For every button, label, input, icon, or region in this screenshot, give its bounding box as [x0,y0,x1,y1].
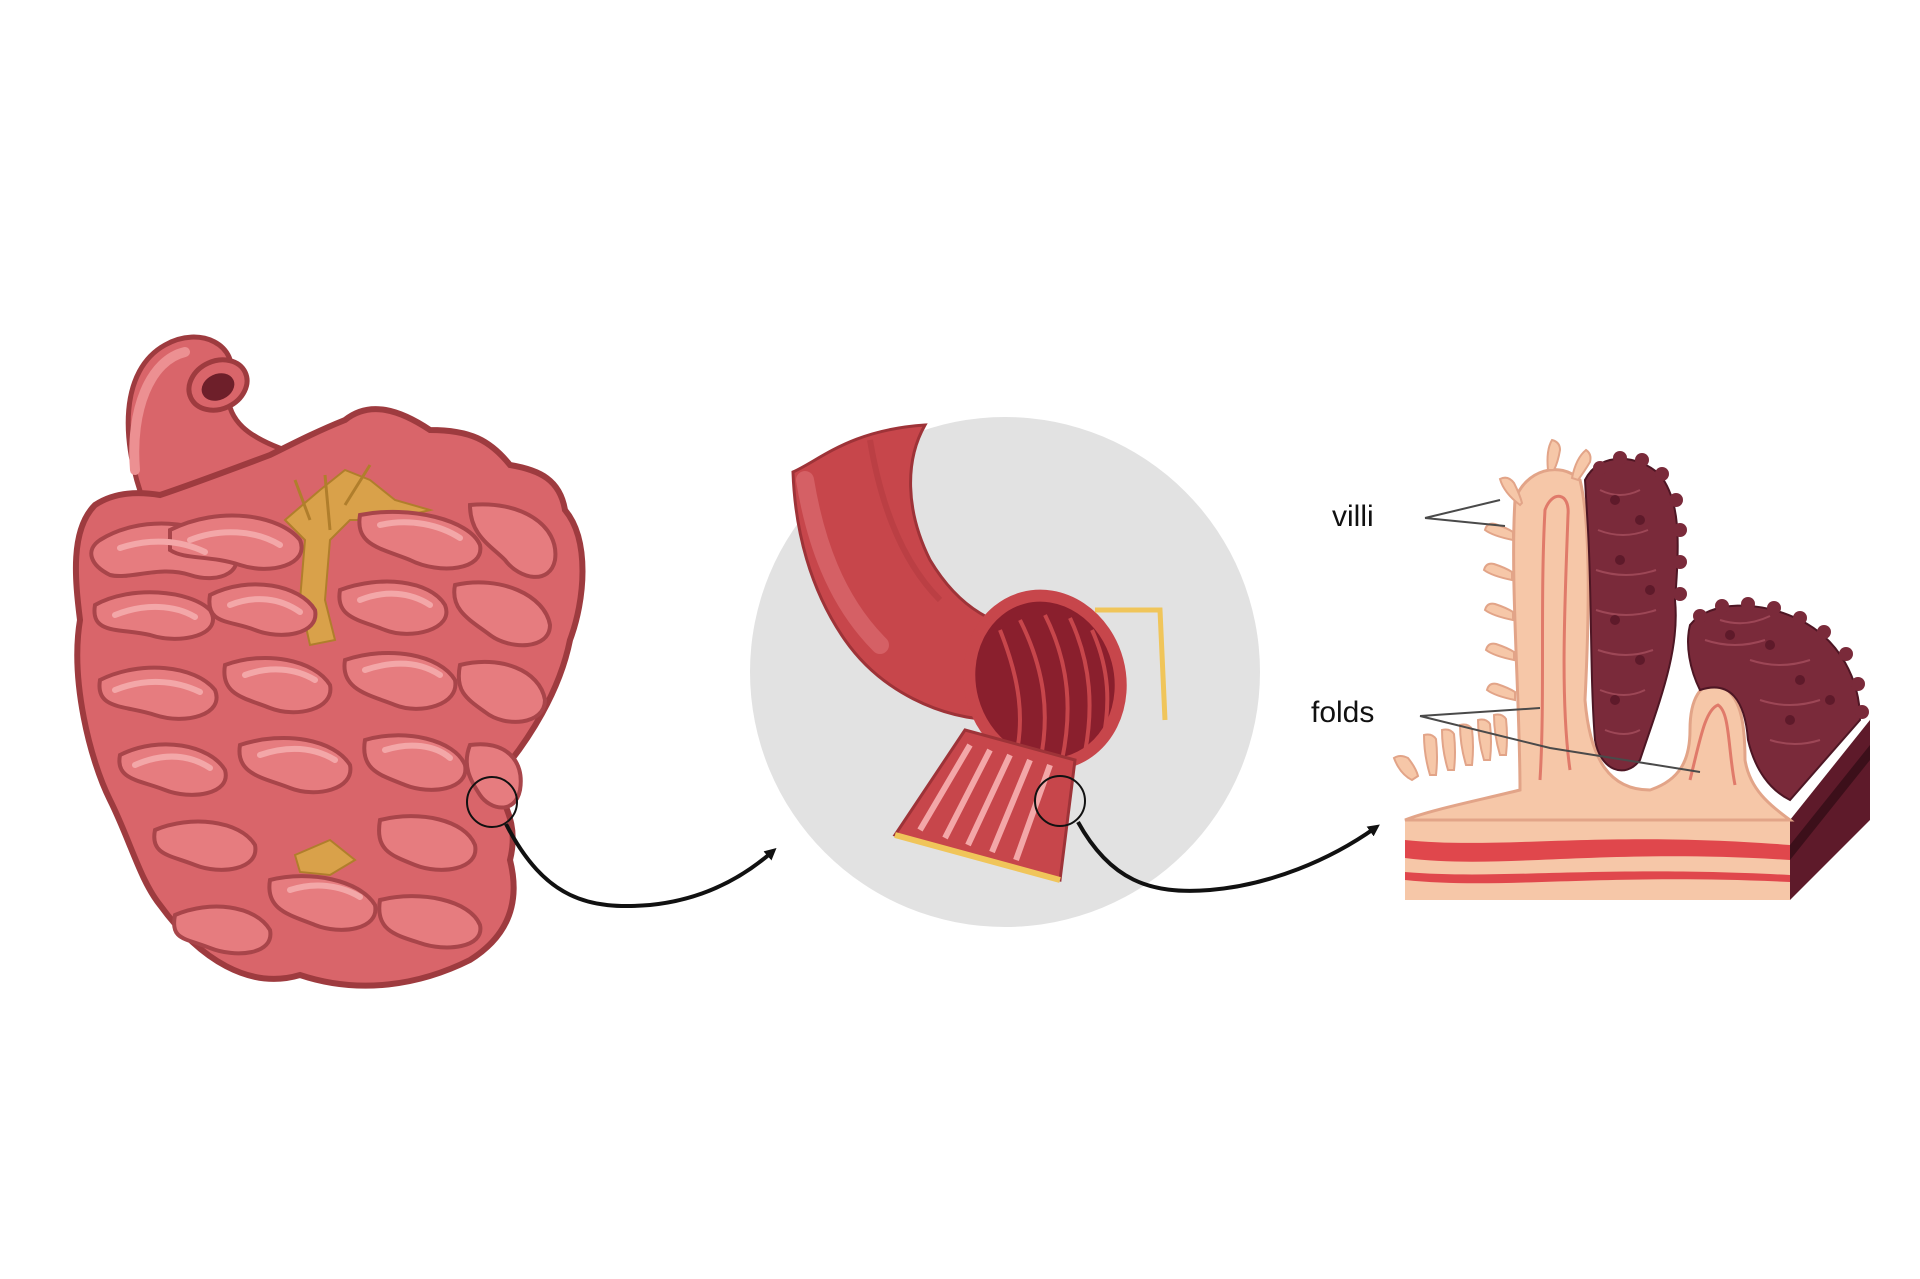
curved-arrow-icon [504,823,777,909]
mucosa-villi-block-illustration [1392,438,1870,900]
zoom-circle-icon [466,776,518,828]
villi-label: villi [1332,500,1374,533]
folds-pointer-lines [1419,707,1701,773]
curved-arrow-icon [1076,821,1380,893]
small-intestine-illustration [72,334,586,989]
folds-label: folds [1311,696,1375,729]
intestine-cross-section-illustration [750,417,1260,927]
zoom-circle-icon [1034,775,1086,827]
villi-pointer-lines [1424,499,1506,527]
